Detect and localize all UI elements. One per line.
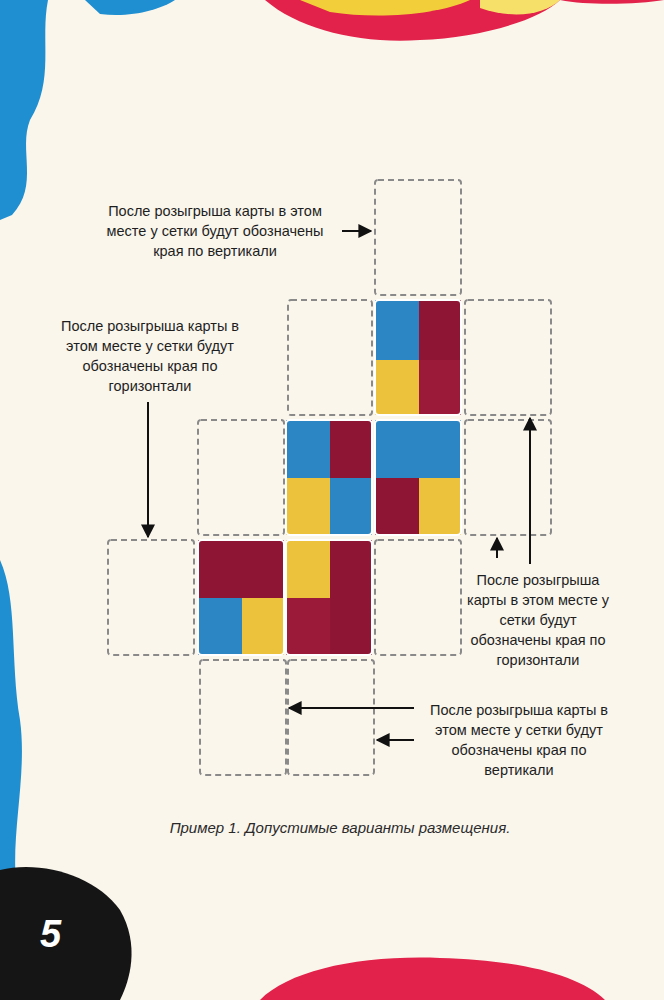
empty-slot: [465, 420, 551, 535]
callout-note: После розыгрыша карты в этом месте у сет…: [92, 201, 338, 261]
empty-slots: [108, 180, 551, 775]
empty-slot: [375, 180, 461, 295]
leader-arrows: [148, 231, 530, 740]
painted-cards: [198, 300, 461, 655]
empty-slot: [108, 540, 194, 655]
leader-arrow: [342, 230, 371, 232]
leader-arrow: [529, 418, 531, 564]
card: [375, 300, 461, 415]
leader-arrow: [147, 402, 149, 537]
card: [198, 540, 284, 655]
figure-caption: Пример 1. Допустимые варианты размещения…: [40, 818, 640, 838]
empty-slot: [198, 420, 284, 535]
callout-note: После розыгрыша карты в этом месте у сет…: [458, 570, 618, 670]
empty-slot: [375, 540, 461, 655]
card: [286, 420, 372, 535]
card: [286, 540, 372, 655]
empty-slot: [465, 300, 551, 415]
callout-note: После розыгрыша карты в этом месте у сет…: [419, 700, 619, 780]
card: [375, 420, 461, 535]
leader-arrow: [496, 538, 498, 558]
callout-note: После розыгрыша карты в этом месте у сет…: [52, 316, 248, 396]
leader-arrow: [289, 707, 414, 709]
leader-arrow: [377, 739, 414, 741]
empty-slot: [200, 660, 286, 775]
page-number: 5: [40, 912, 110, 956]
empty-slot: [288, 660, 374, 775]
empty-slot: [288, 300, 372, 415]
